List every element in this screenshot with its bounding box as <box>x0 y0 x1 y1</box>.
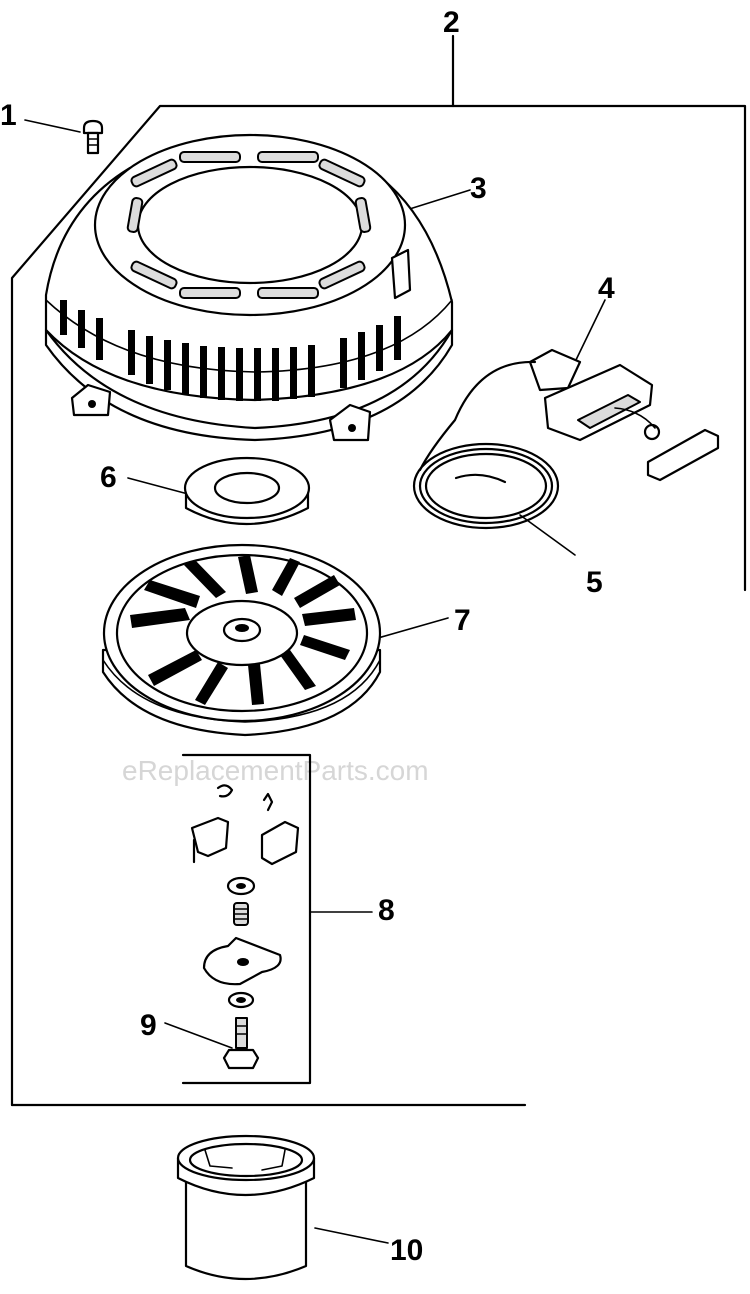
callout-10: 10 <box>390 1234 423 1267</box>
pawl-kit-bracket-8 <box>181 753 312 1085</box>
screw-icon <box>82 119 104 155</box>
starter-handle-icon <box>528 348 720 482</box>
starter-housing-icon <box>44 133 454 442</box>
housing-top-slots <box>126 151 372 299</box>
callout-4: 4 <box>598 272 615 305</box>
callout-2: 2 <box>443 6 460 39</box>
callout-labels: 1 2 3 4 5 6 7 8 9 10 <box>0 6 615 1267</box>
pulley-icon <box>101 543 382 737</box>
leader-lines <box>24 119 606 1244</box>
cup-icon <box>176 1134 316 1281</box>
callout-1: 1 <box>0 99 17 132</box>
callout-7: 7 <box>454 604 471 637</box>
assembly-bracket-2 <box>10 34 747 1107</box>
callout-8: 8 <box>378 894 395 927</box>
starter-rope-icon <box>412 360 560 530</box>
callout-5: 5 <box>586 566 603 599</box>
housing-side-vents <box>60 300 401 401</box>
pawl-kit-icon <box>190 784 300 1009</box>
callout-9: 9 <box>140 1009 157 1042</box>
callout-3: 3 <box>470 172 487 205</box>
pulley-vanes <box>130 555 356 705</box>
bolt-icon <box>222 1017 260 1070</box>
watermark-text: eReplacementParts.com <box>122 755 429 786</box>
spacer-ring-icon <box>183 456 311 526</box>
callout-6: 6 <box>100 461 117 494</box>
